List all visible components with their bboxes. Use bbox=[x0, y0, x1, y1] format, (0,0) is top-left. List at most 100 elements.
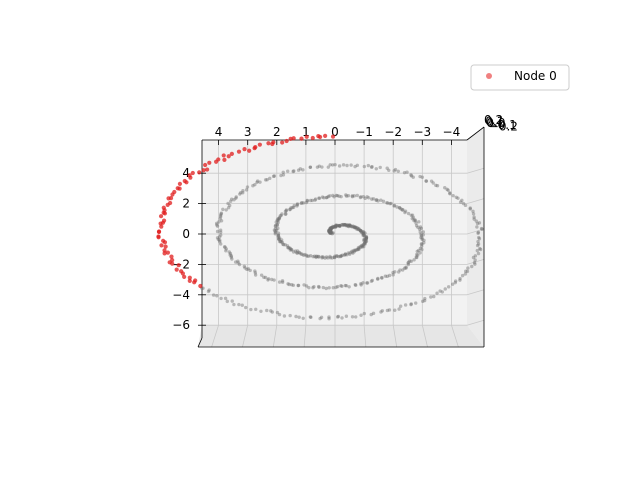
spiral-point bbox=[369, 165, 374, 169]
spiral-point bbox=[440, 290, 445, 294]
grid-lines bbox=[202, 140, 485, 348]
node-0-point bbox=[330, 134, 336, 139]
spiral-point bbox=[295, 202, 300, 206]
spiral-point bbox=[328, 227, 332, 231]
spiral-point bbox=[219, 213, 223, 218]
spiral-point bbox=[284, 208, 288, 213]
spiral-point bbox=[406, 260, 411, 264]
spiral-point bbox=[288, 207, 292, 211]
spiral-point bbox=[327, 229, 331, 234]
x-tick-label: 1 bbox=[302, 125, 310, 139]
node-0-point bbox=[304, 134, 309, 139]
spiral-point bbox=[415, 252, 419, 257]
spiral-point bbox=[303, 252, 307, 257]
floor-grid-line bbox=[272, 324, 278, 348]
node-0-point bbox=[161, 205, 166, 210]
spiral-point bbox=[273, 223, 278, 228]
spiral-point bbox=[415, 249, 419, 254]
node-0-point bbox=[187, 278, 192, 283]
spiral-point bbox=[418, 225, 423, 229]
spiral-point bbox=[331, 193, 335, 198]
spiral-point bbox=[395, 205, 399, 209]
node-0-point bbox=[182, 274, 187, 279]
spiral-point bbox=[362, 241, 367, 245]
spiral-point bbox=[359, 243, 364, 248]
spiral-point bbox=[289, 283, 294, 287]
spiral-point bbox=[371, 311, 376, 316]
spiral-point bbox=[218, 239, 222, 244]
node-0-point bbox=[156, 234, 161, 239]
spiral-point bbox=[475, 243, 480, 248]
spiral-point bbox=[253, 271, 258, 275]
spiral-point bbox=[251, 184, 255, 188]
spiral-point bbox=[355, 163, 359, 168]
spiral-point bbox=[355, 227, 359, 231]
spiral-point bbox=[321, 255, 325, 259]
spiral-point bbox=[276, 233, 281, 238]
spiral-point bbox=[279, 239, 283, 244]
spiral-point bbox=[337, 224, 342, 228]
floor-grid-line bbox=[211, 324, 219, 348]
spiral-point bbox=[346, 251, 350, 255]
spiral-point bbox=[292, 169, 296, 173]
spiral-point bbox=[421, 233, 425, 237]
spiral-point bbox=[350, 315, 355, 319]
spiral-point bbox=[458, 200, 463, 204]
node-0-point bbox=[205, 167, 210, 172]
spiral-point bbox=[416, 253, 420, 257]
spiral-point bbox=[259, 273, 264, 277]
spiral-point bbox=[332, 225, 336, 229]
spiral-point bbox=[475, 248, 480, 253]
spiral-point bbox=[471, 255, 476, 260]
spiral-point bbox=[438, 289, 442, 293]
spiral-point bbox=[354, 315, 358, 319]
spiral-point bbox=[337, 194, 341, 198]
spiral-point bbox=[327, 228, 331, 232]
spiral-point bbox=[362, 233, 366, 237]
spiral-point bbox=[369, 279, 374, 283]
spiral-point bbox=[244, 188, 249, 192]
spiral-point bbox=[329, 231, 333, 235]
spiral-point bbox=[431, 181, 435, 185]
spiral-point bbox=[419, 226, 424, 231]
spiral-point bbox=[358, 195, 363, 200]
spiral-point bbox=[361, 243, 365, 248]
node-0-point bbox=[198, 283, 203, 289]
spiral-point bbox=[479, 226, 484, 231]
spiral-point bbox=[329, 227, 333, 232]
spiral-point bbox=[351, 224, 355, 228]
spiral-point bbox=[288, 313, 292, 318]
spiral-point bbox=[403, 210, 407, 215]
spiral-point bbox=[350, 225, 354, 229]
spiral-point bbox=[253, 182, 257, 187]
spiral-point bbox=[308, 254, 313, 258]
node-0-point bbox=[323, 133, 328, 138]
spiral-point bbox=[316, 254, 321, 259]
spiral-point bbox=[295, 249, 300, 253]
spiral-point bbox=[298, 251, 302, 255]
spiral-point bbox=[334, 193, 339, 198]
spiral-point bbox=[336, 314, 341, 319]
spiral-point bbox=[265, 308, 269, 313]
node-0-point bbox=[158, 214, 164, 219]
spiral-point bbox=[277, 237, 281, 241]
y-tick-label: −6 bbox=[172, 318, 190, 332]
spiral-point bbox=[355, 226, 359, 230]
spiral-point bbox=[334, 224, 338, 228]
spiral-point bbox=[361, 230, 366, 234]
legend: Node 0 bbox=[470, 64, 570, 91]
spiral-point bbox=[320, 255, 324, 259]
spiral-point bbox=[314, 254, 319, 259]
spiral-point bbox=[266, 277, 271, 281]
spiral-point bbox=[263, 178, 268, 182]
x-tick-label: 4 bbox=[215, 125, 223, 139]
spiral-point bbox=[288, 207, 292, 212]
spiral-point bbox=[396, 169, 400, 173]
spiral-point bbox=[287, 282, 291, 287]
spiral-point bbox=[239, 191, 243, 195]
spiral-point bbox=[446, 285, 451, 289]
node-0-point bbox=[193, 278, 198, 283]
spiral-point bbox=[363, 196, 367, 201]
side-grid-line bbox=[466, 319, 485, 326]
spiral-point bbox=[286, 282, 290, 286]
